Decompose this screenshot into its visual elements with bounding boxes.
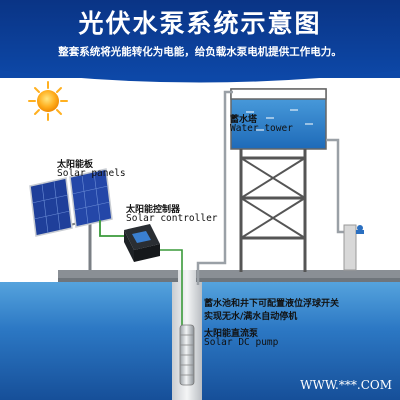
solar-panels-label-zh: 太阳能板 [57, 160, 94, 170]
pump-label-zh: 太阳能直流泵 [204, 329, 259, 339]
pump-label-en: Solar DC pump [204, 337, 279, 348]
page-title: 光伏水泵系统示意图 [78, 9, 322, 38]
ground-right [196, 270, 400, 280]
solar-panels-label-en: Solar panels [57, 168, 126, 179]
page-subtitle: 整套系统将光能转化为电能，给负载水泵电机提供工作电力。 [58, 46, 342, 58]
ground-left [58, 270, 178, 280]
controller-label-en: Solar controller [126, 213, 218, 224]
water-pipe [196, 90, 348, 285]
controller-icon [124, 224, 160, 262]
header-band [0, 0, 400, 78]
water-tower-label-en: Water tower [230, 123, 293, 134]
water-tower-label-zh: 蓄水塔 [230, 115, 258, 125]
ground-left-shadow [58, 278, 178, 282]
controller-label-zh: 太阳能控制器 [126, 205, 181, 215]
ground-right-shadow [196, 278, 400, 282]
float-switch-note-line2: 实现无水/满水自动停机 [204, 312, 298, 322]
header-curve [0, 70, 400, 83]
float-switch-note-line1: 蓄水池和井下可配置液位浮球开关 [204, 299, 340, 309]
watermark: WWW.***.COM [300, 378, 392, 392]
faucet-icon [343, 224, 364, 271]
solar-panel-icon [29, 168, 113, 270]
water-tower-icon [230, 88, 327, 272]
power-cable [99, 220, 183, 330]
pump-icon [179, 324, 195, 386]
sun-icon [28, 81, 68, 121]
